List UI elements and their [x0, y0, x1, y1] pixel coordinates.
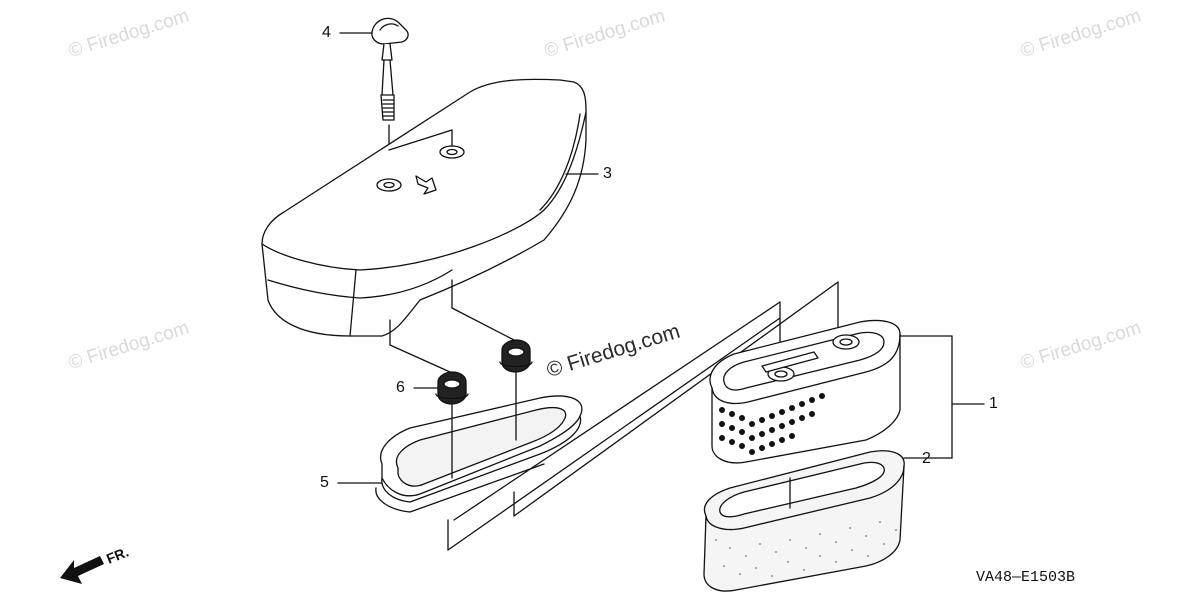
callout-3: 3	[603, 165, 612, 182]
callout-6: 6	[396, 379, 405, 396]
diagram-code: VA48—E1503B	[976, 569, 1076, 586]
part-6-grommet-right	[499, 339, 533, 373]
part-3-air-cleaner-cover	[261, 78, 587, 337]
arrow-left-down-icon	[60, 556, 104, 584]
part-4-wing-bolt	[371, 17, 409, 179]
part-2-pre-cleaner	[703, 450, 905, 592]
callout-4: 4	[322, 24, 331, 41]
callout-1: 1	[989, 395, 998, 412]
callout-2: 2	[922, 450, 931, 467]
part-1-filter-element	[709, 319, 901, 464]
callout-5: 5	[320, 474, 329, 491]
part-6-grommet-left	[435, 371, 469, 405]
part-5-gasket	[375, 371, 583, 513]
